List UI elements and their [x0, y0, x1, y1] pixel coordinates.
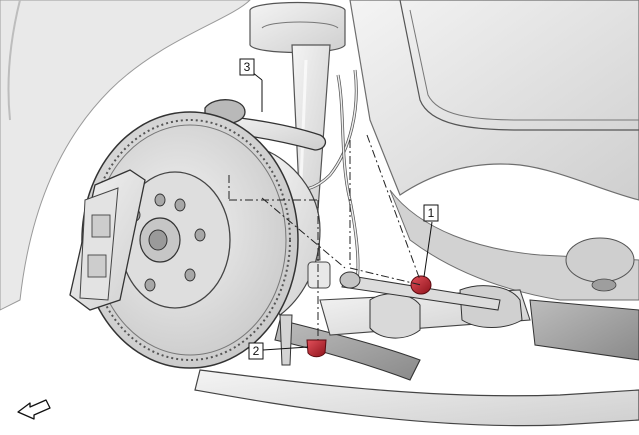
callout-2: 2: [248, 342, 264, 360]
lower-control-arm: [194, 319, 639, 427]
callout-1: 1: [423, 204, 439, 222]
highlight-part-1: [410, 275, 432, 295]
guide-lines: [228, 134, 422, 340]
highlight-part-2: [306, 339, 327, 358]
callout-3-label: 3: [244, 60, 251, 74]
callout-3: 3: [239, 58, 255, 76]
arrow-icon: [17, 399, 51, 420]
fender-liner: [0, 0, 251, 311]
callout-2-label: 2: [253, 344, 260, 358]
brake-caliper: [69, 169, 146, 311]
stabilizer-link: [279, 314, 293, 366]
callout-leaders: [251, 71, 433, 351]
vehicle-body: [349, 0, 639, 301]
callout-1-label: 1: [428, 206, 435, 220]
